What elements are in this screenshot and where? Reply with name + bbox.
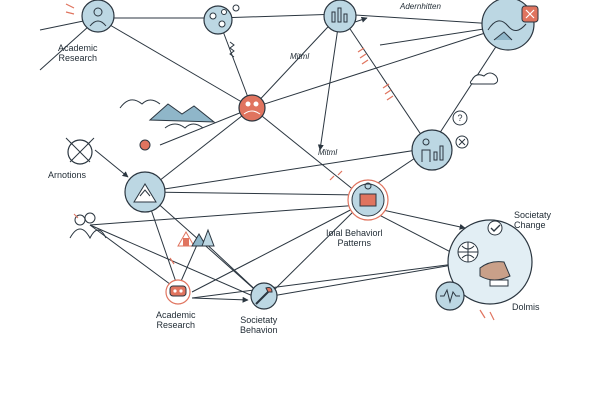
earth-globe-icon[interactable] bbox=[447, 219, 533, 305]
label-academic-research-bottom: Academic Research bbox=[156, 310, 196, 330]
chart-hand-icon[interactable] bbox=[323, 0, 368, 33]
label-dolmis: Dolmis bbox=[512, 302, 540, 312]
zigzag-icon bbox=[229, 41, 235, 58]
chart-person-icon[interactable] bbox=[347, 179, 389, 221]
crossed-circle-icon[interactable] bbox=[65, 137, 95, 165]
person-globe-icon[interactable] bbox=[65, 0, 115, 33]
molecule-icon[interactable] bbox=[203, 4, 240, 35]
analytics-person-icon[interactable]: ? bbox=[411, 110, 469, 171]
people-group-icon bbox=[69, 212, 107, 240]
mountain-landscape-icon bbox=[119, 99, 216, 151]
label-social-behavior-patterns: Ioial Behaviorl Patterns bbox=[326, 228, 383, 248]
mountain-network-icon[interactable] bbox=[124, 171, 166, 213]
label-societaty-behavior: Societaty Behavion bbox=[240, 315, 278, 335]
label-adernhitten: Adernhitten bbox=[400, 2, 441, 11]
cloud-icon bbox=[469, 72, 499, 85]
houses-icon bbox=[177, 228, 215, 247]
label-academic-research-top: Academic Research bbox=[58, 43, 98, 63]
globe-badge-icon[interactable] bbox=[481, 0, 539, 51]
label-mitml-1: Mitml bbox=[290, 52, 310, 61]
label-arnotions: Arnotions bbox=[48, 170, 87, 180]
people-handshake-icon[interactable] bbox=[238, 94, 266, 122]
label-societaty-change: Societaty Change bbox=[514, 210, 552, 230]
wrench-icon[interactable] bbox=[250, 282, 278, 310]
mask-icon[interactable] bbox=[165, 279, 191, 305]
svg-text:?: ? bbox=[457, 113, 462, 123]
label-mitml-2: Mitml bbox=[318, 148, 338, 157]
waveform-icon[interactable] bbox=[435, 281, 465, 311]
accent-ticks bbox=[169, 47, 495, 321]
